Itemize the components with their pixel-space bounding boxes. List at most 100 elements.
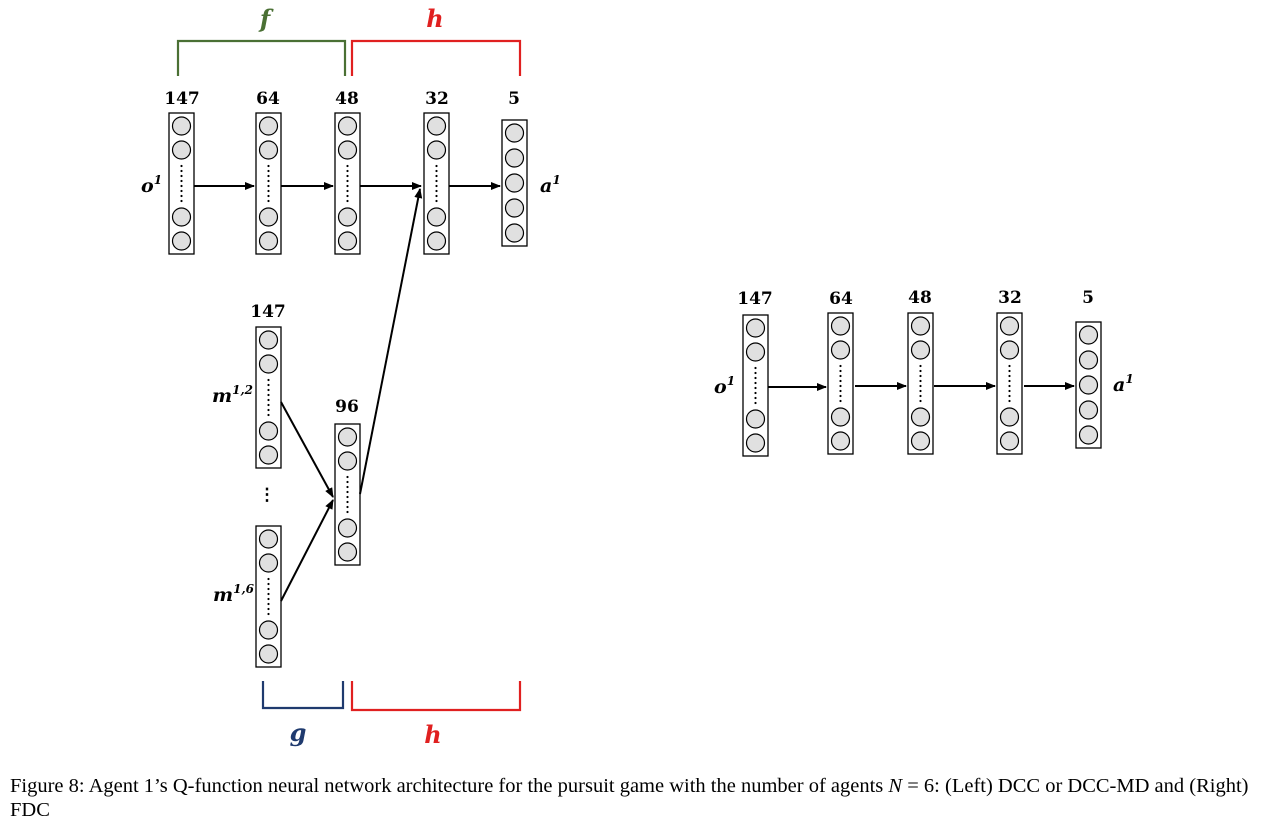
fdc-layer-size-hidden1: 64: [829, 289, 853, 309]
bracket-h-bottom: h: [350, 681, 522, 749]
neuron-ellipsis-dot: [435, 169, 438, 173]
neuron-ellipsis-dot: [267, 602, 270, 606]
neuron-ellipsis-dot: [435, 189, 438, 193]
neuron-ellipsis-dot: [346, 169, 349, 173]
layer-msg-1-2-box: [255, 326, 282, 469]
neuron-ellipsis-dot: [839, 369, 842, 373]
neuron-ellipsis-dot: [1008, 389, 1011, 393]
fdc-layer-input: [742, 314, 769, 457]
neuron-ellipsis-dot: [754, 371, 757, 375]
neuron-ellipsis-dot: [346, 174, 349, 178]
neuron-ellipsis-dot: [267, 383, 270, 387]
layer-size-output: 5: [508, 89, 520, 109]
neuron: [504, 198, 525, 218]
neuron-ellipsis-dot: [839, 389, 842, 393]
layer-size-hidden1: 64: [256, 89, 280, 109]
neuron-ellipsis-dot: [435, 174, 438, 178]
neuron-ellipsis-dot: [754, 391, 757, 395]
neuron: [999, 431, 1020, 451]
neuron: [830, 316, 851, 336]
neuron-ellipsis-dot: [1008, 379, 1011, 383]
neuron-ellipsis-dot: [267, 597, 270, 601]
bracket-h-bottom-label: h: [424, 720, 441, 749]
bracket-h-top-label: h: [426, 4, 443, 33]
neuron-ellipsis-dot: [180, 164, 183, 168]
neuron-ellipsis-dot: [346, 495, 349, 499]
layer-hidden3: [423, 112, 450, 255]
neuron-ellipsis-dot: [1008, 369, 1011, 373]
neuron: [337, 207, 358, 227]
arrow-m16-agg: [280, 499, 334, 602]
neuron-ellipsis-dot: [346, 189, 349, 193]
fdc-layer-input-box: [742, 314, 769, 457]
neuron-ellipsis-dot: [1008, 384, 1011, 388]
layer-hidden2: [334, 112, 361, 255]
neuron-ellipsis-dot: [1008, 364, 1011, 368]
neuron-ellipsis-dot: [754, 386, 757, 390]
neuron-ellipsis-dot: [435, 184, 438, 188]
figure-caption: Figure 8: Agent 1’s Q-function neural ne…: [10, 775, 1249, 821]
neuron: [504, 123, 525, 143]
neuron-ellipsis-dot: [346, 500, 349, 504]
neuron-ellipsis-dot: [346, 505, 349, 509]
neuron-ellipsis-dot: [267, 184, 270, 188]
neuron-ellipsis-dot: [754, 376, 757, 380]
neuron-ellipsis-dot: [267, 582, 270, 586]
message-label-1-6: m1,6: [213, 582, 255, 606]
layer-size-input: 147: [164, 89, 200, 109]
fdc-layer-hidden1-box: [827, 312, 854, 455]
neuron: [258, 529, 279, 549]
neuron: [171, 231, 192, 251]
neuron-ellipsis-dot: [267, 612, 270, 616]
bracket-f-label: f: [258, 4, 274, 33]
neuron-ellipsis-dot: [754, 401, 757, 405]
bracket-g: g: [261, 681, 345, 747]
neuron: [426, 231, 447, 251]
neuron-ellipsis-dot: [1008, 374, 1011, 378]
output-label-left: a1: [540, 173, 561, 197]
neuron: [745, 318, 766, 338]
neuron-ellipsis-dot: [919, 389, 922, 393]
layer-size-hidden2: 48: [335, 89, 359, 109]
left-arrows: [194, 182, 501, 602]
neuron-ellipsis-dot: [346, 480, 349, 484]
input-label-left: o1: [141, 173, 162, 197]
neuron: [1078, 400, 1099, 420]
neuron: [337, 542, 358, 562]
fdc-layer-size-output: 5: [1082, 288, 1094, 308]
neuron: [1078, 425, 1099, 445]
layer-hidden1-box: [255, 112, 282, 255]
neuron: [258, 116, 279, 136]
neuron-ellipsis-dot: [267, 577, 270, 581]
neuron-ellipsis-dot: [754, 381, 757, 385]
neuron-ellipsis-dot: [180, 184, 183, 188]
neuron-ellipsis-dot: [267, 179, 270, 183]
layer-size-message-agg: 96: [335, 397, 359, 417]
neuron: [258, 140, 279, 160]
neuron-ellipsis-dot: [267, 413, 270, 417]
neuron: [258, 620, 279, 640]
neuron: [999, 340, 1020, 360]
neuron-ellipsis-dot: [839, 379, 842, 383]
neuron-ellipsis-dot: [267, 592, 270, 596]
neuron-ellipsis-dot: [267, 388, 270, 392]
neuron: [504, 148, 525, 168]
layer-input-box: [168, 112, 195, 255]
neuron: [258, 644, 279, 664]
neuron-ellipsis-dot: [346, 490, 349, 494]
neuron-ellipsis-dot: [180, 174, 183, 178]
neuron: [745, 342, 766, 362]
neuron-ellipsis-dot: [919, 379, 922, 383]
neuron: [745, 409, 766, 429]
neuron-ellipsis-dot: [267, 398, 270, 402]
neuron: [337, 231, 358, 251]
neuron-ellipsis-dot: [180, 169, 183, 173]
neuron-ellipsis-dot: [919, 369, 922, 373]
arrow-agg-h3: [359, 188, 423, 495]
neuron: [258, 207, 279, 227]
neuron-ellipsis-dot: [180, 189, 183, 193]
neuron-ellipsis-dot: [919, 384, 922, 388]
input-label-right: o1: [714, 374, 735, 398]
neuron-ellipsis-dot: [346, 194, 349, 198]
layer-msg-agg-box: [334, 423, 361, 566]
